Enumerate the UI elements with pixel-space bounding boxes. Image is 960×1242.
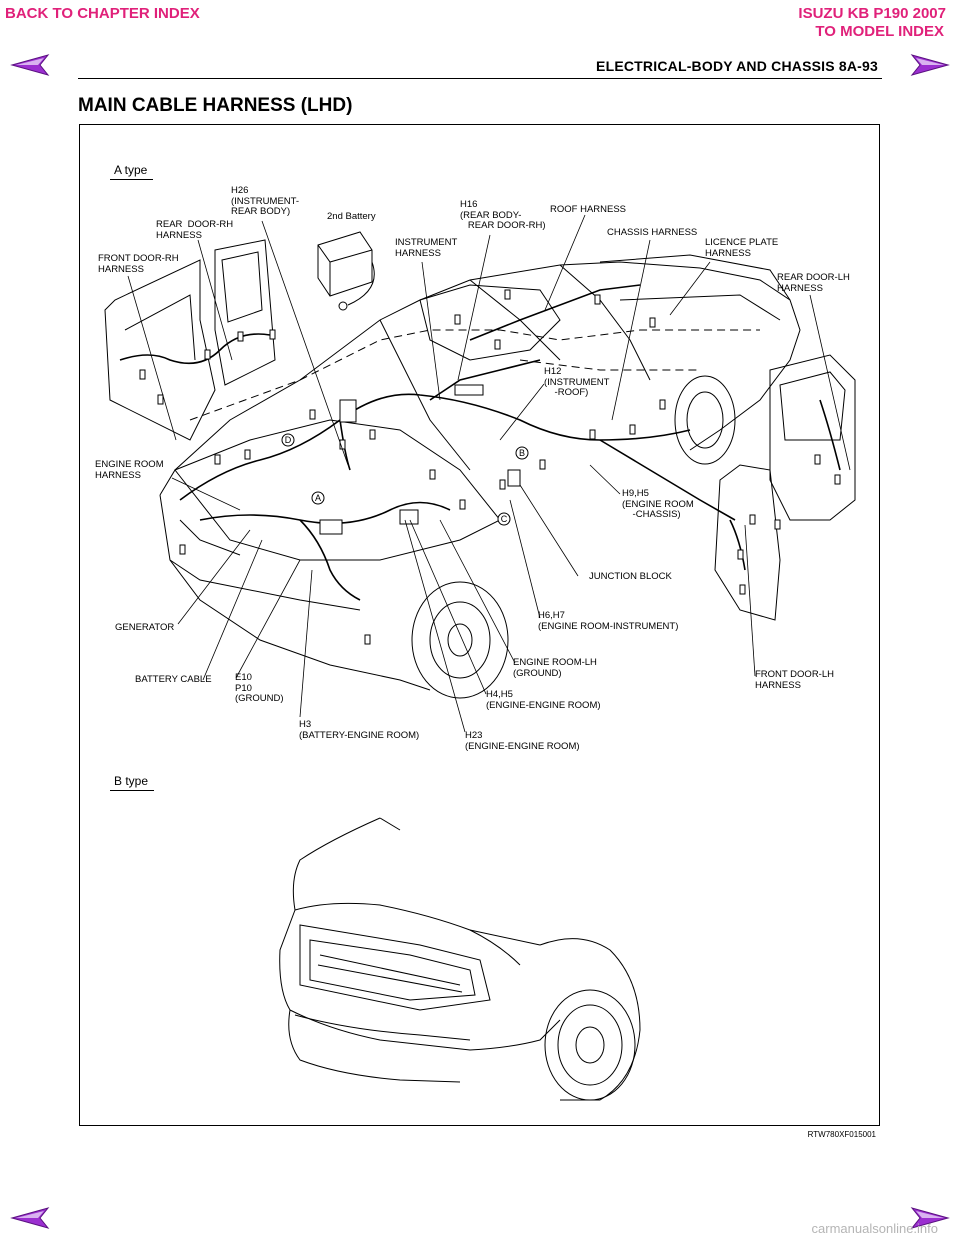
next-page-arrow-icon[interactable]: [910, 53, 950, 77]
watermark: carmanualsonline.info: [811, 1221, 938, 1236]
model-title: ISUZU KB P190 2007: [798, 5, 946, 22]
label-rear-door-rh-harness: REAR DOOR-RH HARNESS: [156, 219, 234, 241]
a-type-label: A type: [110, 163, 154, 180]
figure-frame: [79, 124, 880, 1126]
label-battery-cable: BATTERY CABLE: [135, 674, 212, 685]
label-h23: H23 (ENGINE-ENGINE ROOM): [465, 730, 580, 752]
header-divider: [78, 78, 882, 79]
label-licence-plate-harness: LICENCE PLATE HARNESS: [705, 237, 779, 259]
label-h3: H3 (BATTERY-ENGINE ROOM): [299, 719, 420, 741]
label-generator: GENERATOR: [115, 622, 175, 633]
label-h9-h5: H9,H5 (ENGINE ROOM -CHASSIS): [622, 488, 694, 520]
svg-text:A: A: [315, 493, 321, 503]
svg-text:C: C: [501, 514, 508, 524]
label-h6-h7: H6,H7 (ENGINE ROOM-INSTRUMENT): [538, 610, 679, 632]
label-h12: H12 (INSTRUMENT -ROOF): [544, 366, 610, 398]
to-model-index-link[interactable]: TO MODEL INDEX: [815, 23, 944, 40]
label-junction-block: JUNCTION BLOCK: [589, 571, 672, 582]
label-instrument-harness: INSTRUMENT HARNESS: [395, 237, 458, 259]
section-title: ELECTRICAL-BODY AND CHASSIS 8A-93: [596, 58, 878, 74]
b-type-label: B type: [110, 774, 155, 791]
svg-text:B: B: [519, 448, 525, 458]
page-title: MAIN CABLE HARNESS (LHD): [78, 95, 353, 116]
label-engine-room-harness: ENGINE ROOM HARNESS: [95, 459, 164, 481]
label-2nd-battery: 2nd Battery: [327, 211, 376, 222]
label-chassis-harness: CHASSIS HARNESS: [607, 227, 698, 238]
previous-page-bottom-arrow-icon[interactable]: [10, 1206, 50, 1230]
label-engine-room-lh-ground: ENGINE ROOM-LH (GROUND): [513, 657, 597, 679]
label-front-door-lh-harness: FRONT DOOR-LH HARNESS: [755, 669, 834, 691]
svg-text:D: D: [285, 435, 292, 445]
figure-code: RTW780XF015001: [807, 1130, 876, 1139]
next-page-bottom-arrow-icon[interactable]: [910, 1206, 950, 1230]
label-front-door-rh-harness: FRONT DOOR-RH HARNESS: [98, 253, 179, 275]
back-to-chapter-index-link[interactable]: BACK TO CHAPTER INDEX: [5, 5, 200, 22]
label-h26: H26 (INSTRUMENT- REAR BODY): [231, 185, 300, 217]
label-h4-h5: H4,H5 (ENGINE-ENGINE ROOM): [486, 689, 601, 711]
label-e10-p10: E10 P10 (GROUND): [235, 672, 284, 704]
label-h16: H16 (REAR BODY- REAR DOOR-RH): [460, 199, 546, 231]
label-rear-door-lh-harness: REAR DOOR-LH HARNESS: [777, 272, 850, 294]
previous-page-arrow-icon[interactable]: [10, 53, 50, 77]
label-roof-harness: ROOF HARNESS: [550, 204, 627, 215]
